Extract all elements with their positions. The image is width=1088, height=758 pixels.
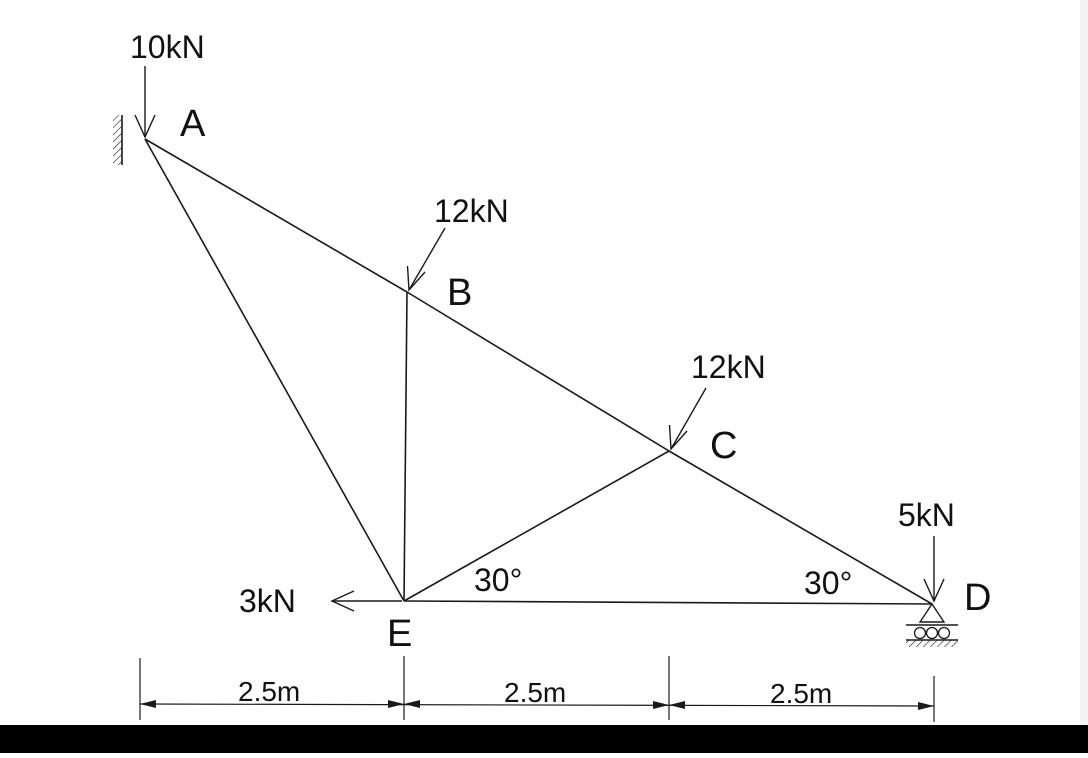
right-edge-strip xyxy=(1080,0,1088,725)
node-label-a: A xyxy=(180,103,206,145)
node-label-e: E xyxy=(387,613,412,655)
load-arrow-5kn xyxy=(923,536,945,603)
member-ce xyxy=(403,450,670,602)
load-arrow-3kn xyxy=(330,590,402,612)
member-ed xyxy=(403,600,933,605)
member-ae xyxy=(144,138,405,602)
load-label-10kn: 10kN xyxy=(130,29,205,65)
dimension-label-3: 2.5m xyxy=(770,678,832,709)
fixed-support-a xyxy=(113,115,123,165)
member-be xyxy=(403,291,408,602)
load-arrow-12kn-c xyxy=(668,387,707,451)
member-ab xyxy=(144,138,408,293)
node-label-c: C xyxy=(710,425,737,467)
bottom-black-band xyxy=(0,725,1088,753)
load-label-3kn: 3kN xyxy=(239,583,296,619)
dimension-line xyxy=(139,656,935,722)
load-arrow-10kn xyxy=(134,66,156,139)
roller-support-d xyxy=(906,602,958,647)
load-label-12kn-b: 12kN xyxy=(434,193,509,229)
member-bc xyxy=(406,291,670,452)
load-label-5kn: 5kN xyxy=(898,497,955,533)
load-label-12kn-c: 12kN xyxy=(691,349,766,385)
dimension-label-2: 2.5m xyxy=(504,677,566,708)
dimension-label-1: 2.5m xyxy=(238,676,300,707)
member-cd xyxy=(668,450,933,605)
angle-label-d: 30° xyxy=(804,565,852,601)
load-arrow-12kn-b xyxy=(406,227,446,292)
node-label-b: B xyxy=(447,272,472,314)
angle-label-e: 30° xyxy=(474,562,522,598)
node-label-d: D xyxy=(964,577,991,619)
